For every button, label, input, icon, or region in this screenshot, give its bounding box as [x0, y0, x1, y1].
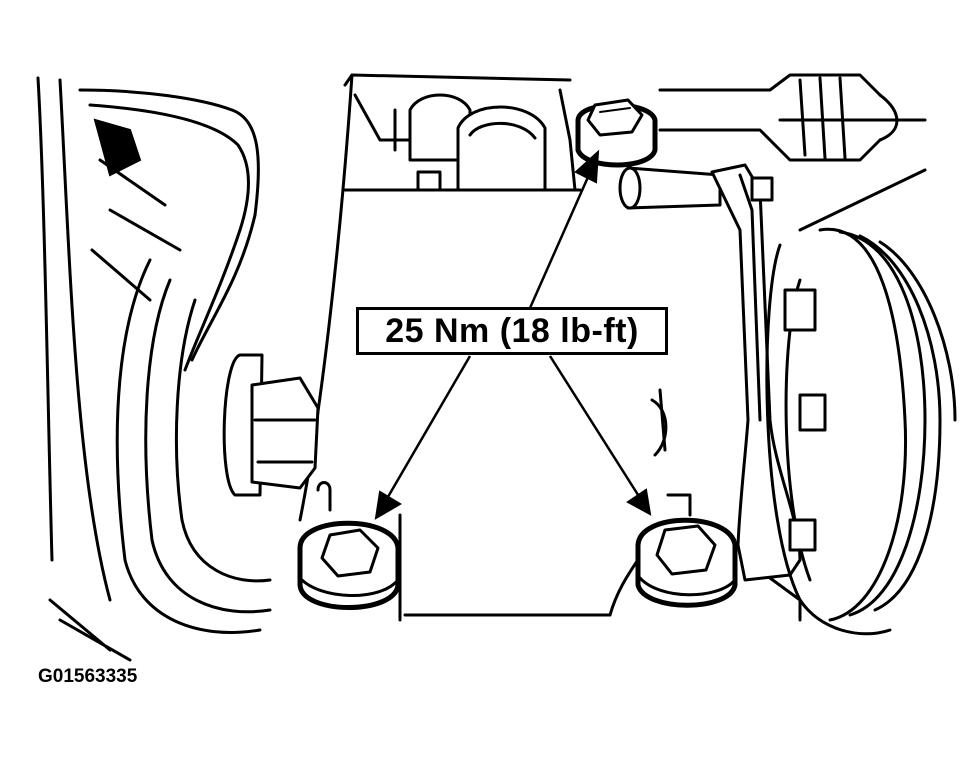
bolt-icon: [575, 98, 658, 168]
pulley-right: [765, 118, 957, 636]
arrow-icon: [548, 355, 652, 516]
figure-id-label: G01563335: [38, 666, 138, 687]
belt-and-pulley-left: [36, 76, 272, 662]
hose-fitting: [618, 73, 899, 210]
bracket-body: [298, 73, 668, 622]
torque-spec-label: 25 Nm (18 lb-ft): [385, 311, 639, 350]
bolt-icon: [222, 353, 320, 497]
support-arm: [710, 163, 802, 582]
bolt-icon: [635, 493, 738, 608]
torque-callout: 25 Nm (18 lb-ft): [356, 307, 668, 355]
arrow-icon: [374, 355, 472, 520]
bolt-icon: [297, 481, 401, 610]
arrow-icon: [528, 149, 600, 309]
